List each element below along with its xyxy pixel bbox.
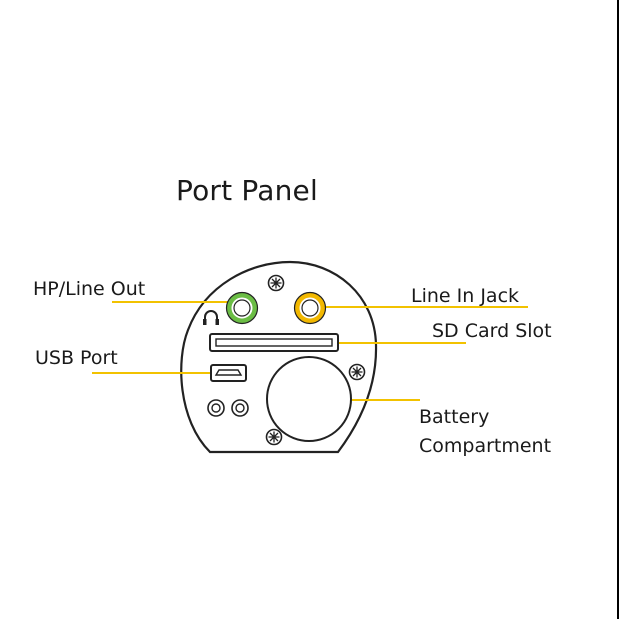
label-hp-line-out: HP/Line Out xyxy=(33,278,146,300)
label-sd-card-slot: SD Card Slot xyxy=(432,320,552,342)
label-usb-port: USB Port xyxy=(35,347,118,369)
screw-icon xyxy=(267,274,285,292)
headphone-icon xyxy=(203,310,219,325)
screw-icon xyxy=(348,363,366,381)
indicator-right xyxy=(231,399,249,417)
label-battery: Battery xyxy=(419,406,490,428)
usb-port xyxy=(210,364,247,382)
label-compartment: Compartment xyxy=(419,435,552,457)
sd-card-slot xyxy=(209,333,339,352)
label-line-in-jack: Line In Jack xyxy=(411,285,520,307)
line-in-jack xyxy=(293,291,327,325)
page-title: Port Panel xyxy=(176,174,318,207)
frame-right-border xyxy=(617,0,619,619)
indicator-left xyxy=(207,399,225,417)
hp-line-out-jack xyxy=(225,291,259,325)
battery-compartment xyxy=(266,356,352,442)
screw-icon xyxy=(265,428,283,446)
